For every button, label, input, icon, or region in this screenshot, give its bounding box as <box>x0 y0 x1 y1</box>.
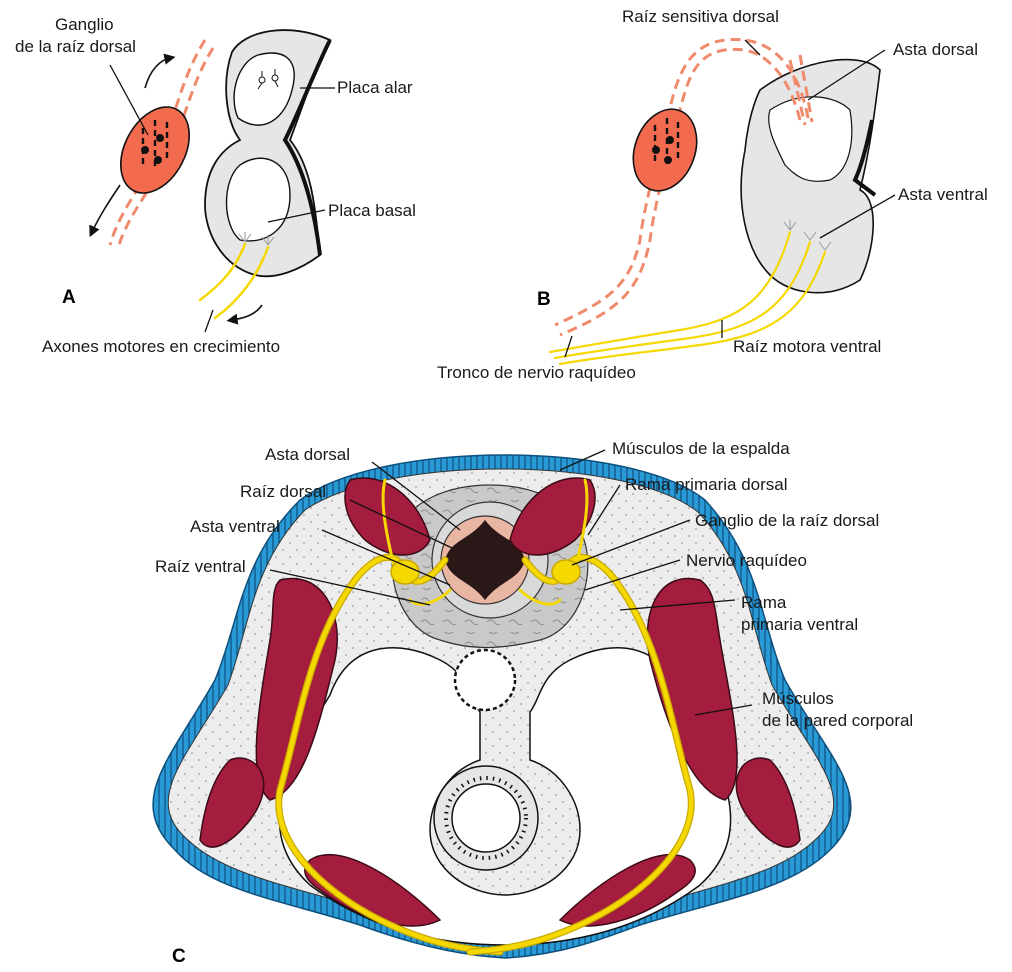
label-ganglio-a-2: de la raíz dorsal <box>15 37 136 56</box>
label-ganglio-a-1: Ganglio <box>55 15 114 34</box>
label-c-rama-ventral-2: primaria ventral <box>741 615 858 634</box>
label-c-ganglio: Ganglio de la raíz dorsal <box>695 511 879 530</box>
label-c-asta-ventral: Asta ventral <box>190 517 280 536</box>
panel-b: Raíz sensitiva dorsal Asta dorsal Asta v… <box>437 7 988 382</box>
panel-label-a: A <box>62 287 76 308</box>
label-tronco: Tronco de nervio raquídeo <box>437 363 636 382</box>
label-c-musculos-pared-1: Músculos <box>762 689 834 708</box>
label-placa-basal: Placa basal <box>328 201 416 220</box>
label-c-rama-ventral-1: Rama <box>741 593 787 612</box>
label-axones: Axones motores en crecimiento <box>42 337 280 356</box>
panel-c: Asta dorsal Raíz dorsal Asta ventral Raí… <box>153 439 913 967</box>
lead-ganglio-a <box>110 65 148 135</box>
label-asta-dorsal-b: Asta dorsal <box>893 40 978 59</box>
label-c-musculos-pared-2: de la pared corporal <box>762 711 913 730</box>
gut-tube <box>434 766 538 870</box>
label-c-nervio: Nervio raquídeo <box>686 551 807 570</box>
arrow-down-a <box>92 185 120 232</box>
label-raiz-motora: Raíz motora ventral <box>733 337 881 356</box>
panel-label-c: C <box>172 946 186 967</box>
label-c-asta-dorsal: Asta dorsal <box>265 445 350 464</box>
label-c-raiz-dorsal: Raíz dorsal <box>240 482 326 501</box>
label-c-raiz-ventral: Raíz ventral <box>155 557 246 576</box>
label-asta-ventral-b: Asta ventral <box>898 185 988 204</box>
dorsal-root-ganglion-b <box>622 100 707 199</box>
arrow-axon-a <box>232 305 262 320</box>
dorsal-root-ganglion-a <box>107 95 203 204</box>
panel-a: Ganglio de la raíz dorsal Placa alar Pla… <box>15 15 416 356</box>
label-c-musculos-espalda: Músculos de la espalda <box>612 439 790 458</box>
label-placa-alar: Placa alar <box>337 78 413 97</box>
lead-axones <box>205 310 213 332</box>
lead-tronco <box>565 336 572 357</box>
dorsal-root-ganglion-left <box>391 560 419 584</box>
panel-label-b: B <box>537 289 551 310</box>
label-raiz-sensitiva: Raíz sensitiva dorsal <box>622 7 779 26</box>
label-c-rama-dorsal: Rama primaria dorsal <box>625 475 788 494</box>
dorsal-aorta <box>455 650 515 710</box>
arrow-up-a <box>145 58 170 88</box>
